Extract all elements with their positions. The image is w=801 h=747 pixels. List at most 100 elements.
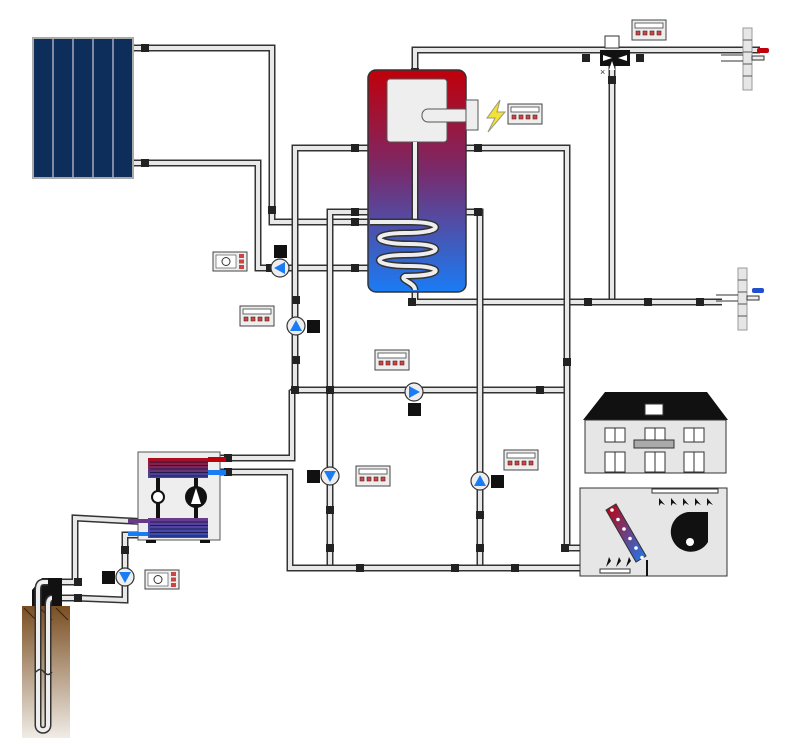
svg-text:×: × (600, 67, 605, 77)
pump-motor (408, 403, 421, 416)
pipe-connector (141, 159, 149, 167)
ground-return-pipe (48, 531, 150, 604)
pipe-connector (351, 264, 359, 272)
pump-icon (221, 257, 231, 266)
house (583, 392, 728, 474)
pipe-connector (351, 144, 359, 152)
airflow-arrow-icon (707, 498, 713, 506)
air-inlet (599, 568, 631, 574)
tank-loop-pump (286, 316, 320, 336)
air-controller (503, 449, 539, 471)
solar-return-pipe (133, 159, 370, 272)
floor-controller (355, 465, 391, 487)
mid-controller (374, 349, 410, 371)
tank-loop-controller (239, 305, 275, 327)
pump-motor (491, 475, 504, 488)
pump-arrow-icon (119, 572, 131, 583)
pump-motor (274, 245, 287, 258)
ground-supply-pipe (48, 514, 151, 586)
heatpump-return-pipe (218, 468, 582, 572)
pump-arrow-icon (409, 386, 420, 398)
pipe-connector (474, 208, 482, 216)
pipe-connector (474, 144, 482, 152)
pipe-connector (636, 54, 644, 62)
solar-collector (32, 37, 134, 179)
pipe-connector (563, 358, 571, 366)
pipe-connector (408, 298, 416, 306)
ground-probe (22, 578, 70, 738)
pump-motor (307, 320, 320, 333)
pipe-connector (451, 564, 459, 572)
pipe-connector (268, 206, 276, 214)
pipe-connector (351, 208, 359, 216)
electric-heater (421, 99, 479, 131)
solar-supply-pipe (133, 44, 370, 226)
pipe-connector (326, 544, 334, 552)
valve-controller (631, 19, 667, 41)
airflow-arrow-icon (616, 557, 621, 567)
pipe-connector (266, 264, 274, 272)
pipe-connector (291, 386, 299, 394)
air-handler (579, 487, 728, 577)
pump-arrow-icon (324, 471, 336, 482)
pipe-connector (608, 76, 616, 84)
lightning-bolt-icon (486, 99, 507, 133)
pipe-connector (561, 544, 569, 552)
condenser (148, 458, 208, 478)
ground-pump (102, 567, 135, 587)
heat-pump (128, 451, 226, 543)
airflow-arrow-icon (695, 498, 701, 506)
airflow-arrow-icon (626, 557, 631, 567)
tap-hot (721, 27, 769, 91)
pipe-connector (141, 44, 149, 52)
pump-motor (307, 470, 320, 483)
pipe-connector (536, 386, 544, 394)
pipe-connector (121, 546, 129, 554)
fan-icon (670, 512, 708, 552)
hot-water-tank (367, 69, 467, 293)
expansion-valve-icon (151, 490, 165, 504)
air-pump (470, 471, 504, 491)
balcony (633, 439, 675, 449)
tap-handle-icon (757, 48, 769, 53)
ground-pump-controller (144, 569, 180, 590)
pipe-connector (326, 386, 334, 394)
mixing-valve: × (600, 35, 630, 77)
pipe-connector (74, 594, 82, 602)
pipe-connector (511, 564, 519, 572)
airflow-arrow-icon (659, 498, 665, 506)
airflow-arrow-icon (683, 498, 689, 506)
pipe-connector (476, 544, 484, 552)
air-handler-supply-pipe (466, 144, 582, 552)
pipe-connector (224, 454, 232, 462)
pipe-connector (582, 54, 590, 62)
pump-motor (102, 571, 115, 584)
pump-arrow-icon (474, 475, 486, 486)
pipe-connector (476, 511, 484, 519)
pipe-connector (74, 578, 82, 586)
pipe-connector (584, 298, 592, 306)
tap-cold (716, 267, 764, 331)
floor-pump (307, 466, 340, 486)
pump-arrow-icon (274, 262, 285, 274)
pipe-connector (696, 298, 704, 306)
solar-pump (270, 245, 290, 278)
evaporator (148, 518, 208, 538)
pipe-connector (356, 564, 364, 572)
airflow-arrow-icon (606, 557, 611, 567)
pipe-connector (224, 468, 232, 476)
pipe-connector (326, 506, 334, 514)
pipe-connector (292, 296, 300, 304)
airflow-arrow-icon (671, 498, 677, 506)
tap-handle-icon (752, 288, 764, 293)
solar-pump-controller (212, 251, 248, 272)
heater-controller (507, 103, 543, 125)
pump-arrow-icon (290, 320, 302, 331)
mid-pump (404, 382, 424, 416)
pipe-connector (644, 298, 652, 306)
air-outlet (651, 488, 719, 494)
pump-icon (153, 575, 163, 584)
hot-water-pipe (411, 46, 760, 72)
